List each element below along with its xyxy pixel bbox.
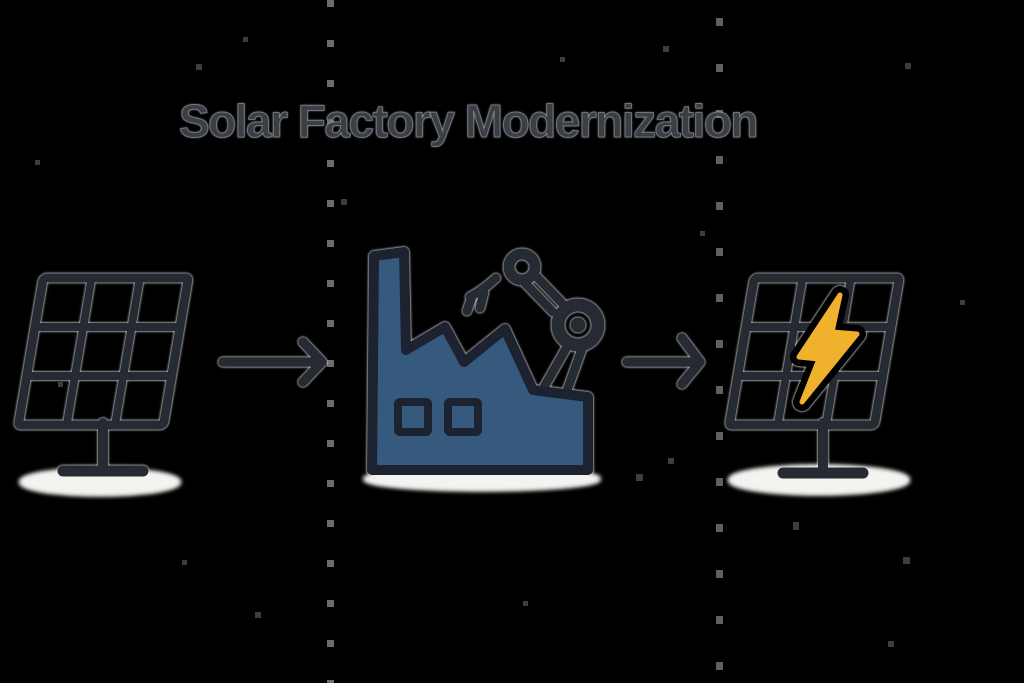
noise-speck [341, 199, 347, 205]
noise-speck [668, 458, 674, 464]
noise-speck [560, 57, 565, 62]
noise-speck [35, 160, 40, 165]
noise-speck [663, 46, 669, 52]
lightning-bolt-icon [796, 292, 860, 405]
robot-arm-icon [462, 248, 605, 404]
noise-speck [793, 522, 799, 530]
arrow-right-icon [622, 333, 705, 389]
arrow-right-icon [218, 337, 327, 387]
noise-speck [58, 382, 63, 387]
page-title: Solar Factory Modernization [178, 95, 759, 148]
noise-speck [905, 63, 911, 69]
solar-panel-bolt-icon [725, 273, 909, 494]
noise-speck [888, 641, 894, 647]
factory-window [444, 398, 482, 436]
noise-speck [243, 37, 248, 42]
noise-speck [523, 601, 528, 606]
noise-speck [700, 231, 705, 236]
factory-window [394, 398, 432, 436]
dotted-guide-line-right [716, 0, 723, 683]
dotted-guide-line-left [327, 0, 334, 683]
factory-robot-arm-icon [364, 247, 605, 490]
noise-speck [182, 560, 187, 565]
noise-speck [960, 300, 965, 305]
noise-speck [196, 64, 202, 70]
noise-speck [255, 612, 261, 618]
noise-speck [636, 474, 643, 481]
solar-panel-icon [14, 273, 193, 495]
noise-speck [903, 557, 910, 564]
